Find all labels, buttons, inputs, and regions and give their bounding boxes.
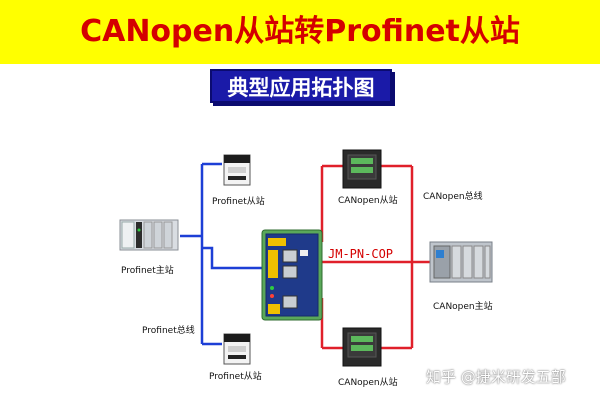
canopen-slave-top-device — [342, 149, 382, 189]
profinet-slave-bottom-device — [223, 333, 251, 365]
profinet-slave-top-device — [223, 154, 251, 186]
canopen-master-device — [429, 241, 493, 283]
page-title: CANopen从站转Profinet从站 — [80, 14, 520, 49]
profinet-bus-label: Profinet总线 — [142, 326, 195, 336]
profinet-slave-top-label: Profinet从站 — [212, 197, 265, 207]
profinet-lines — [180, 162, 262, 346]
title-banner — [0, 0, 600, 64]
watermark: 知乎 @捷米研发五部 — [426, 368, 566, 386]
canopen-slave-bottom-label: CANopen从站 — [338, 378, 398, 388]
canopen-slave-bottom-device — [342, 327, 382, 367]
subtitle: 典型应用拓扑图 — [227, 76, 375, 100]
gateway-model-label: JM-PN-COP — [328, 247, 394, 261]
canopen-bus-label: CANopen总线 — [423, 192, 483, 202]
profinet-line-gateway — [202, 246, 262, 270]
gateway-device — [261, 229, 323, 321]
subtitle-box — [210, 69, 392, 103]
profinet-slave-bottom-label: Profinet从站 — [209, 372, 262, 382]
canopen-master-label: CANopen主站 — [433, 302, 493, 312]
profinet-master-device — [119, 219, 179, 251]
profinet-master-label: Profinet主站 — [121, 266, 174, 276]
canopen-slave-top-label: CANopen从站 — [338, 196, 398, 206]
